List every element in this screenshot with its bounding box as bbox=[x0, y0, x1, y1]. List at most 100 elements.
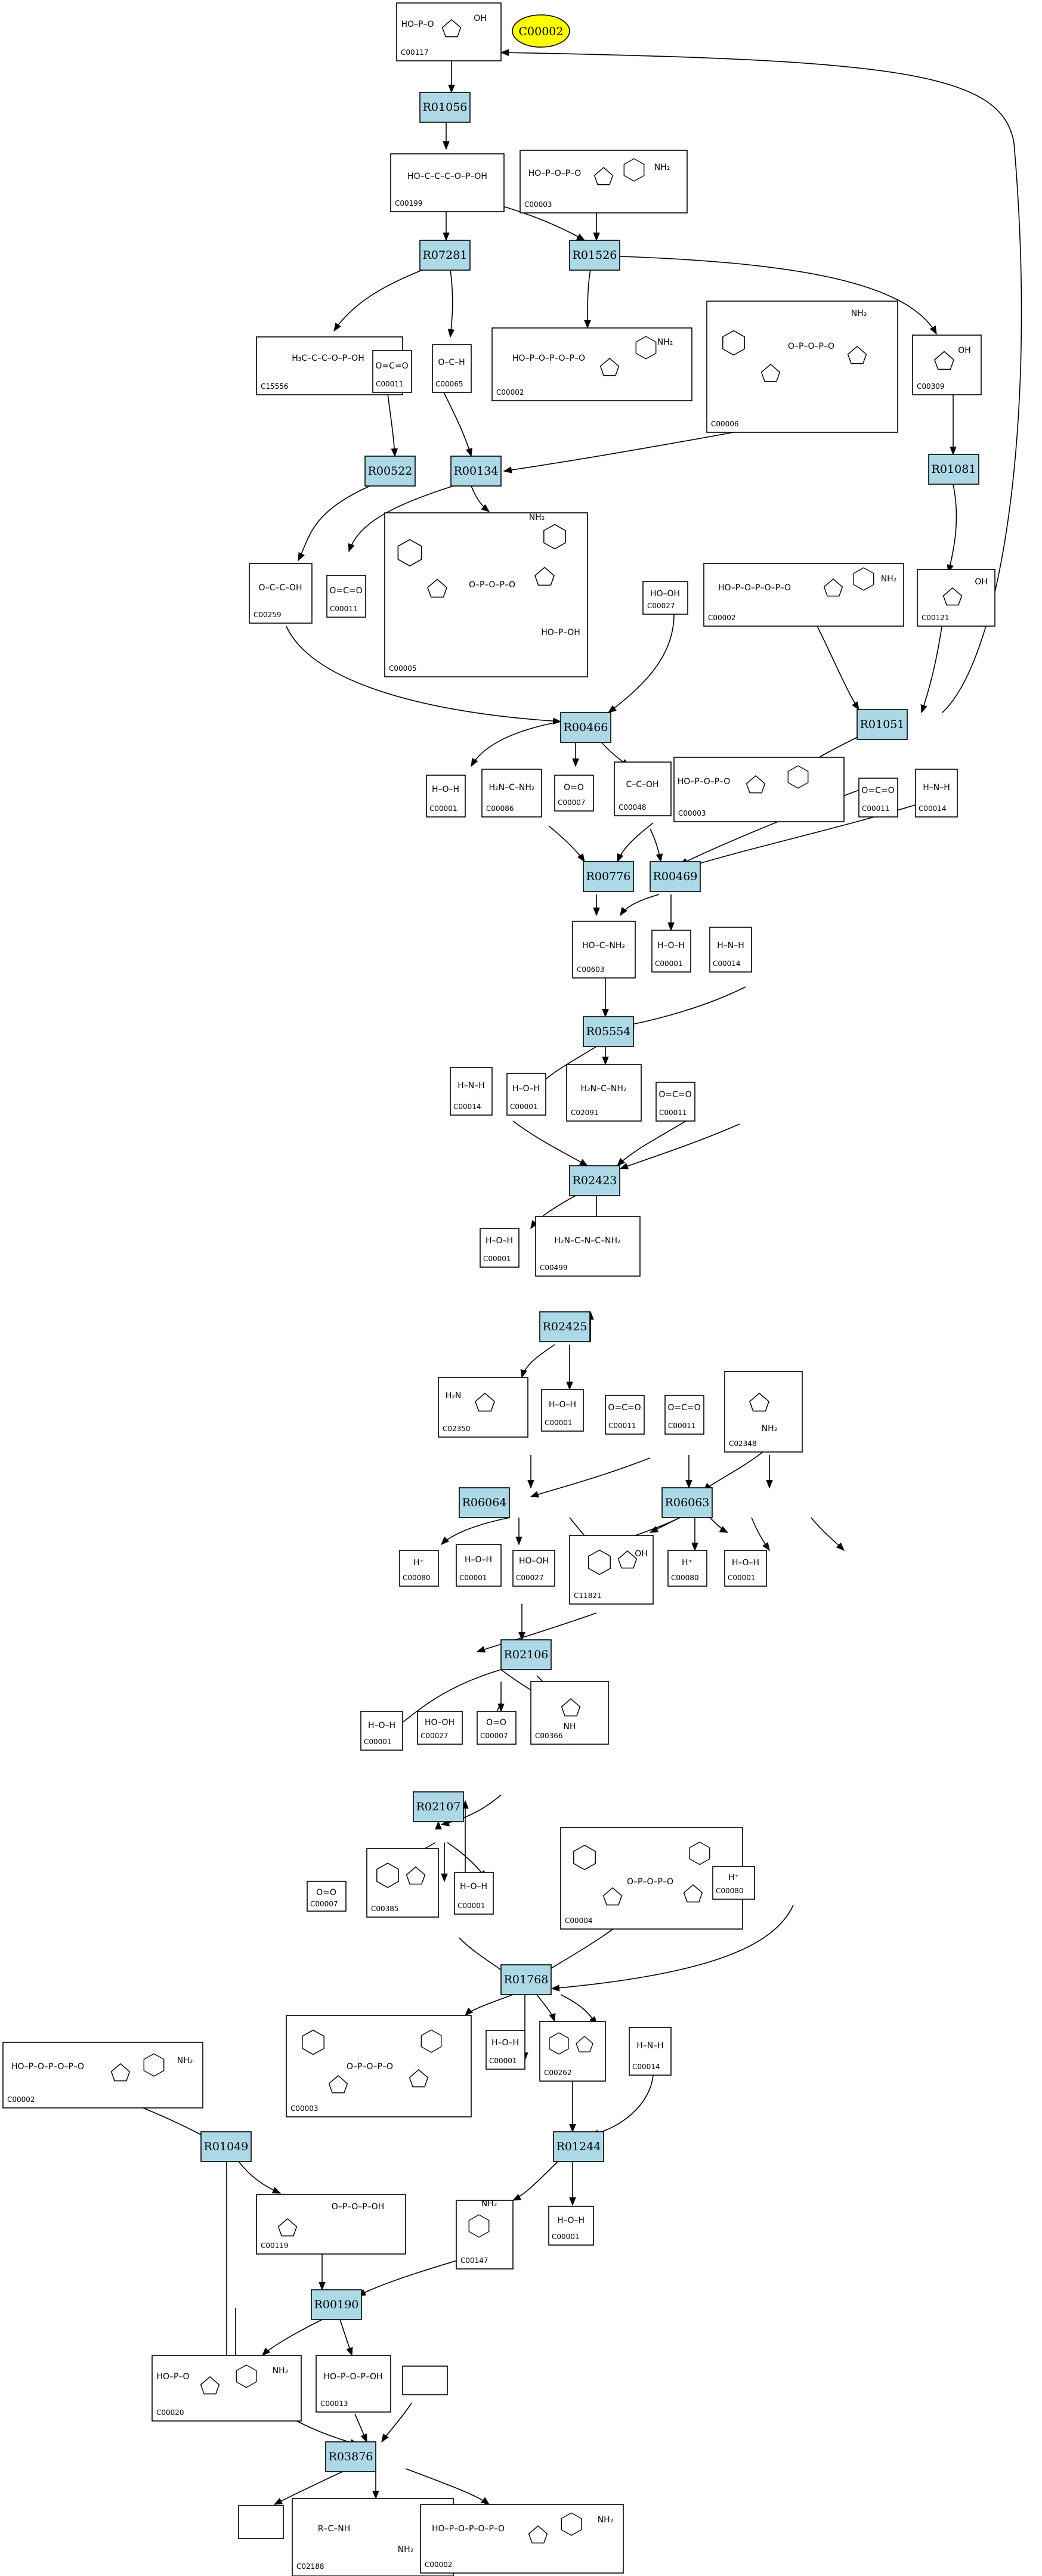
reaction-node[interactable]: R01081 bbox=[928, 454, 979, 485]
compound-id: C00065 bbox=[435, 380, 463, 388]
compound-node[interactable]: C00385 bbox=[366, 1848, 439, 1918]
compound-node[interactable]: H⁺C00080 bbox=[667, 1550, 707, 1587]
svg-text:OH: OH bbox=[958, 346, 971, 355]
reaction-node[interactable]: R07281 bbox=[419, 240, 471, 271]
reaction-node[interactable]: R01244 bbox=[553, 2131, 604, 2162]
reaction-node[interactable]: R03876 bbox=[325, 2441, 376, 2472]
compound-id: C00001 bbox=[457, 1902, 486, 1910]
svg-text:O=C=O: O=C=O bbox=[658, 1090, 691, 1100]
svg-text:NH₂: NH₂ bbox=[598, 2515, 614, 2525]
svg-text:H₂N–C–N–C–NH₂: H₂N–C–N–C–NH₂ bbox=[554, 1236, 620, 1246]
compound-id: C00002 bbox=[425, 2560, 453, 2569]
compound-id: C00001 bbox=[728, 1574, 756, 1582]
reaction-node[interactable]: R00466 bbox=[560, 712, 611, 743]
reaction-node[interactable]: R02107 bbox=[413, 1791, 464, 1822]
svg-text:H–O–H: H–O–H bbox=[465, 1555, 492, 1565]
svg-text:HO–P–O–P–O: HO–P–O–P–O bbox=[528, 169, 581, 178]
reaction-node[interactable]: R06064 bbox=[459, 1487, 510, 1518]
reaction-label: R06064 bbox=[462, 1496, 507, 1509]
reaction-node[interactable]: R06063 bbox=[661, 1487, 713, 1518]
reaction-node[interactable]: R00469 bbox=[650, 861, 701, 892]
reaction-node[interactable]: R02423 bbox=[569, 1165, 620, 1196]
svg-text:HO–OH: HO–OH bbox=[425, 1718, 454, 1727]
compound-node[interactable] bbox=[402, 2366, 448, 2395]
reaction-node[interactable]: R00134 bbox=[450, 456, 502, 487]
reaction-node[interactable]: R02106 bbox=[500, 1639, 552, 1670]
compound-node[interactable]: H⁺C00080 bbox=[399, 1550, 439, 1587]
reaction-node[interactable]: R01526 bbox=[569, 240, 620, 271]
reaction-node[interactable]: R00522 bbox=[364, 456, 416, 487]
reaction-label: R03876 bbox=[329, 2450, 373, 2463]
compound-node[interactable]: C00262 bbox=[539, 2021, 606, 2082]
compound-node[interactable]: H⁺C00080 bbox=[712, 1866, 755, 1900]
reaction-node[interactable]: R00190 bbox=[311, 2289, 362, 2320]
reaction-node[interactable]: R01768 bbox=[500, 1964, 552, 1995]
reaction-node[interactable]: R01051 bbox=[857, 709, 908, 740]
target-compound[interactable]: C00002 bbox=[512, 14, 570, 48]
compound-node[interactable] bbox=[238, 2505, 284, 2539]
reaction-node[interactable]: R02425 bbox=[539, 1311, 590, 1342]
reaction-node[interactable]: R00776 bbox=[583, 861, 634, 892]
reaction-node[interactable]: R01056 bbox=[419, 92, 471, 123]
reaction-node[interactable]: R05554 bbox=[583, 1016, 634, 1047]
compound-id: C00003 bbox=[524, 200, 552, 209]
reaction-node[interactable]: R01049 bbox=[200, 2131, 252, 2162]
